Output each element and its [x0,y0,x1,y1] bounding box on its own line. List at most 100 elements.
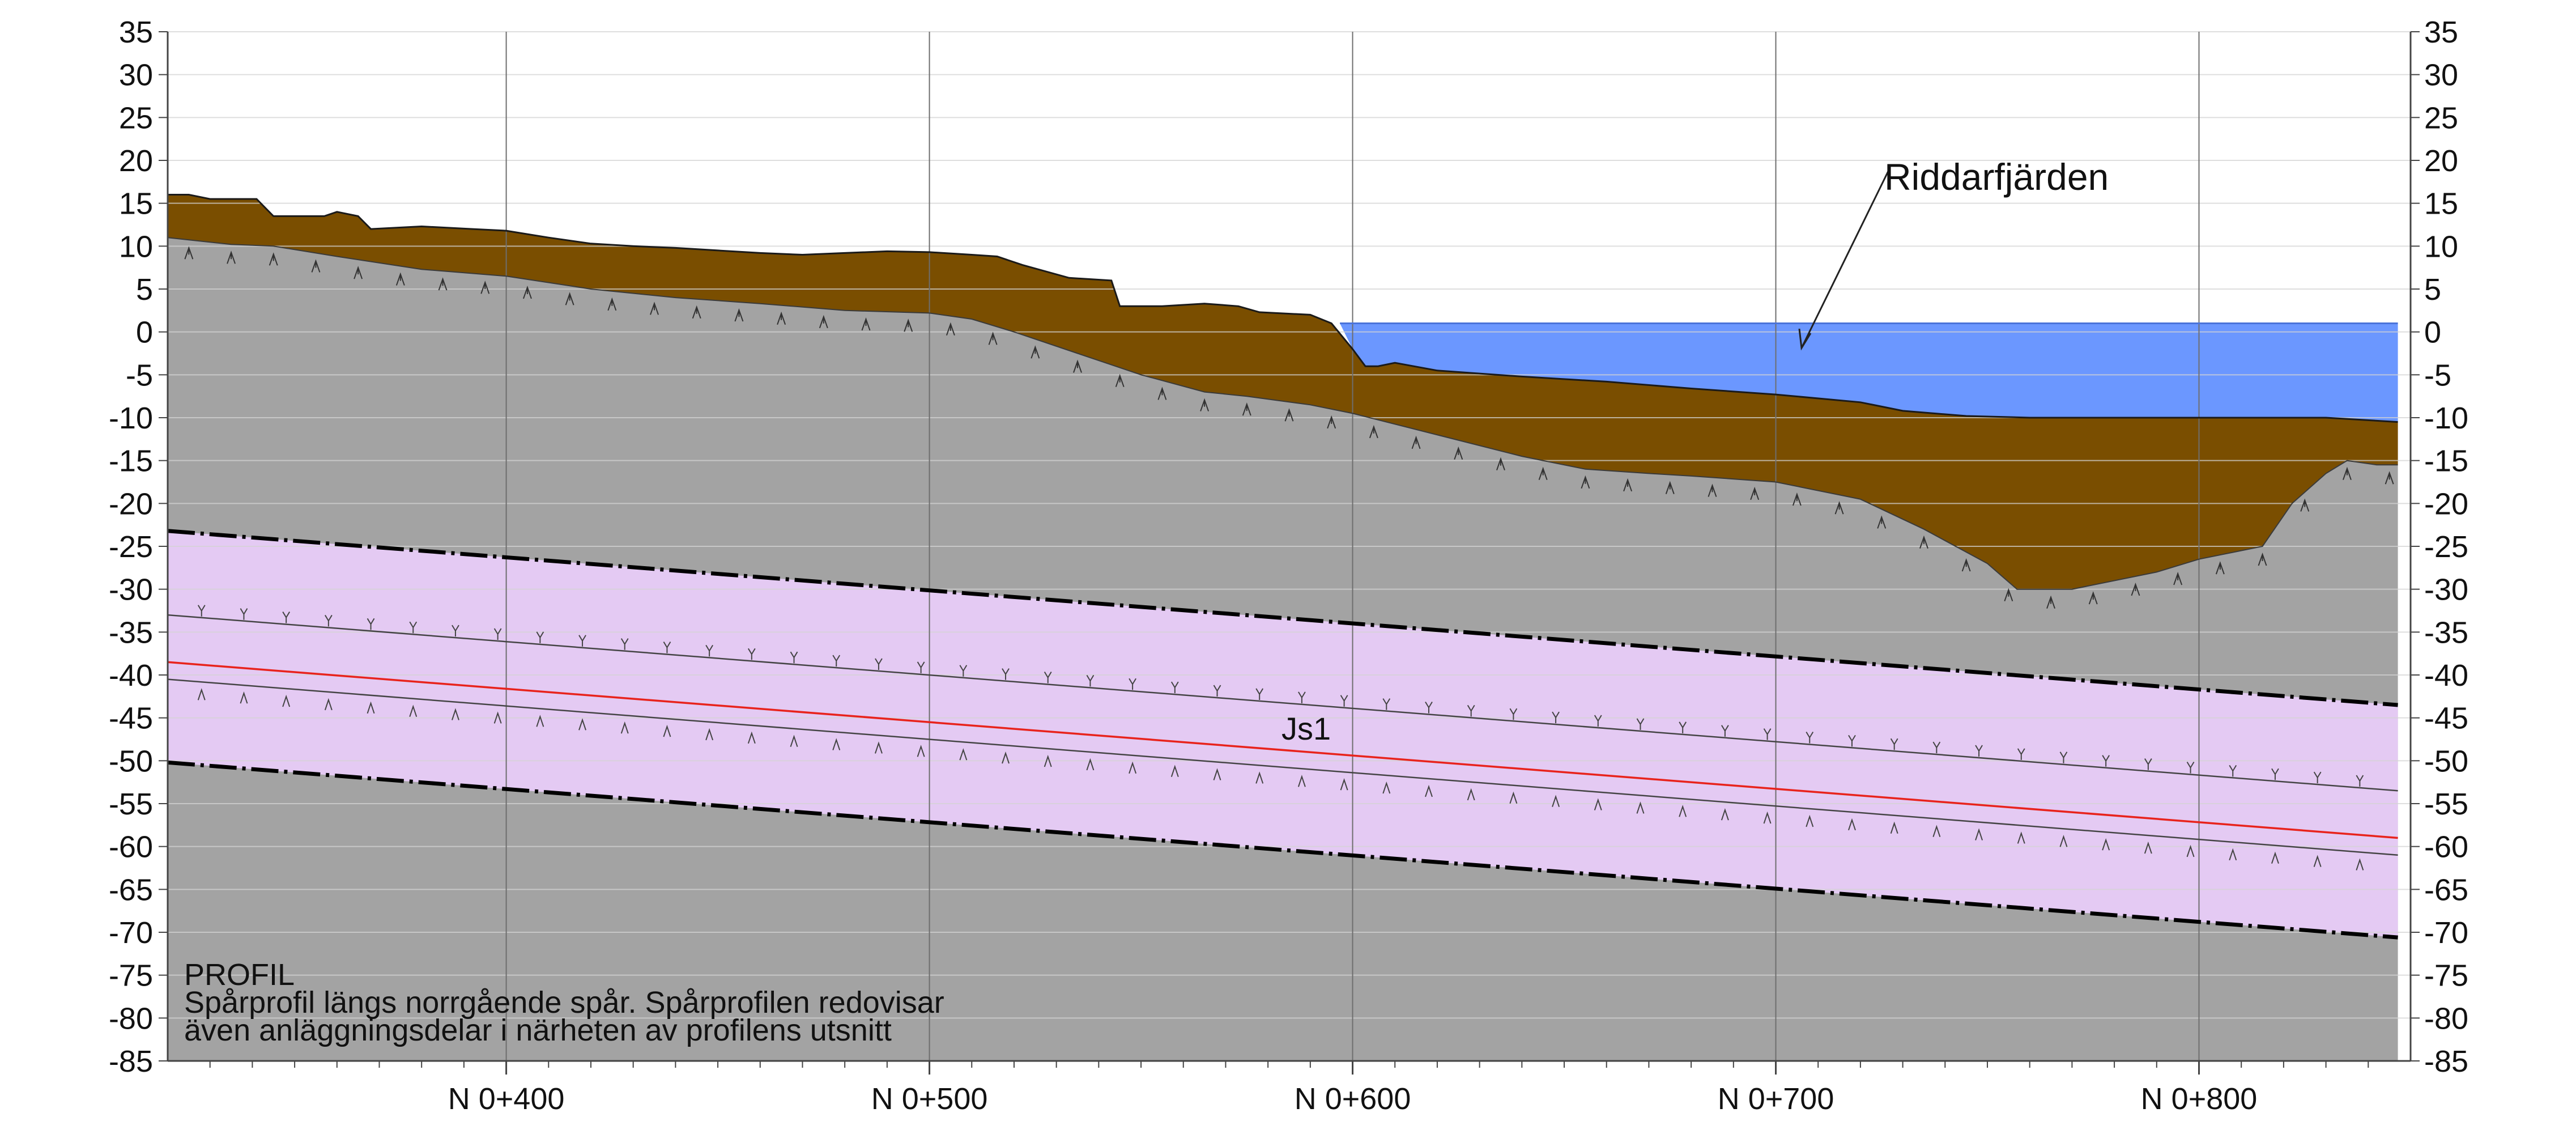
y-tick-label-left: 10 [119,230,153,264]
zone-lambda-tick [1594,798,1602,810]
y-tick-label-left: -75 [109,959,153,993]
rock-surface-tick [1496,457,1505,470]
soil-layer [168,194,2398,589]
rock-surface-tick [2258,552,2267,566]
zone-lambda-tick [1170,765,1179,777]
zone-y-tick [2144,758,2152,770]
zone-y-tick [875,658,883,670]
zone-lambda-tick [959,748,968,761]
y-tick-label-right: 0 [2424,316,2441,350]
zone-lambda-tick [663,724,671,737]
rock-surface-tick [819,315,828,329]
zone-y-tick [1636,718,1645,730]
zone-lambda-tick [1129,761,1137,774]
y-tick-label-right: 20 [2424,144,2458,178]
zone-y-tick [2271,768,2279,780]
zone-lambda-tick [1975,828,1983,840]
rock-surface-tick [354,266,363,279]
zone-top-boundary [167,529,2398,707]
zone-y-tick [663,642,671,653]
y-tick-label-left: -40 [109,659,153,693]
zone-lambda-tick [367,701,375,714]
station-label: N 0+500 [871,1082,988,1116]
rock-surface-tick [2046,595,2056,609]
rock-surface-tick [946,322,955,336]
zone-y-tick [578,635,586,647]
zone-y-tick [367,618,375,630]
zone-lambda-tick [1425,784,1433,797]
y-tick-label-left: 20 [119,144,153,178]
rock-surface-tick [1792,492,1802,506]
boundary-lines [167,194,2398,940]
rock-surface-tick [395,272,405,286]
zone-lambda-tick [1086,758,1095,771]
zone-lambda-tick [1552,795,1560,807]
rock-unit-label: Js1 [1281,711,1331,746]
y-tick-label-right: -85 [2424,1044,2468,1078]
y-tick-label-right: -55 [2424,787,2468,821]
zone-lambda-tick [2017,831,2025,844]
rock-surface-tick [1031,345,1040,359]
zone-lambda-tick [2186,844,2195,857]
rock-surface-tick [2215,561,2225,575]
zone-y-tick [2059,751,2068,763]
rock-surface-tick [1073,359,1082,373]
zone-lambda-tick [874,741,883,754]
y-tick-label-right: -50 [2424,744,2468,778]
zone-y-tick [1298,691,1306,703]
zone-y-tick [1552,711,1560,724]
y-tick-label-left: -65 [109,873,153,907]
y-tick-label-left: -60 [109,830,153,864]
zone-y-tick [2186,761,2195,774]
zone-y-tick [1679,721,1687,733]
zone-lambda-tick [1297,775,1306,787]
zone-lambda-tick [578,718,586,731]
y-tick-label-left: 5 [136,273,153,307]
zone-y-tick [790,651,798,664]
rock-surface-tick [1538,466,1548,480]
zone-lambda-tick [747,731,756,744]
y-tick-label-left: -25 [109,530,153,564]
caption-title: PROFIL [184,958,295,992]
y-tick-label-right: 10 [2424,230,2458,264]
water-body [1340,323,2398,422]
y-tick-label-right: 5 [2424,273,2441,307]
y-tick-label-right: 15 [2424,187,2458,221]
rock-surface-line [167,237,2398,590]
zone-lambda-tick [1890,821,1898,834]
y-tick-label-right: -35 [2424,615,2468,649]
zone-y-tick [1002,668,1010,680]
rock-surface-tick [438,277,448,291]
rock-surface-tick [2088,591,2098,605]
zone-y-tick [1129,678,1136,690]
zone-y-tick [1594,715,1602,727]
zone-lambda-tick [1382,781,1391,794]
zone-lambda-tick [2229,848,2237,861]
zone-y-tick [282,612,291,623]
zone-lambda-tick [832,738,841,750]
zone-y-tick [1763,728,1772,740]
zone-lambda-tick [493,711,502,724]
y-tick-label-right: -10 [2424,401,2468,435]
zone-y-tick [747,648,756,660]
zone-upper-inner-line [167,614,2398,792]
zone-y-tick [1340,695,1348,707]
zone-lambda-tick [1467,788,1475,801]
rock-surface-tick [607,297,617,311]
rock-surface-tick [1877,515,1887,529]
zone-lambda-tick [1509,791,1518,804]
zone-y-tick [959,665,968,677]
zone-bottom-boundary [167,760,2398,940]
y-tick-label-right: -5 [2424,358,2451,392]
rock-surface-tick [1665,481,1675,494]
zone-y-tick [324,614,333,627]
y-tick-label-left: -55 [109,787,153,821]
zone-lambda-tick [536,715,544,727]
zone-y-tick [2356,775,2364,787]
water-label: Riddarfjärden [1884,156,2109,198]
zone-lambda-tick [409,704,418,717]
zone-y-tick [1170,681,1179,694]
y-tick-label-left: -35 [109,615,153,649]
